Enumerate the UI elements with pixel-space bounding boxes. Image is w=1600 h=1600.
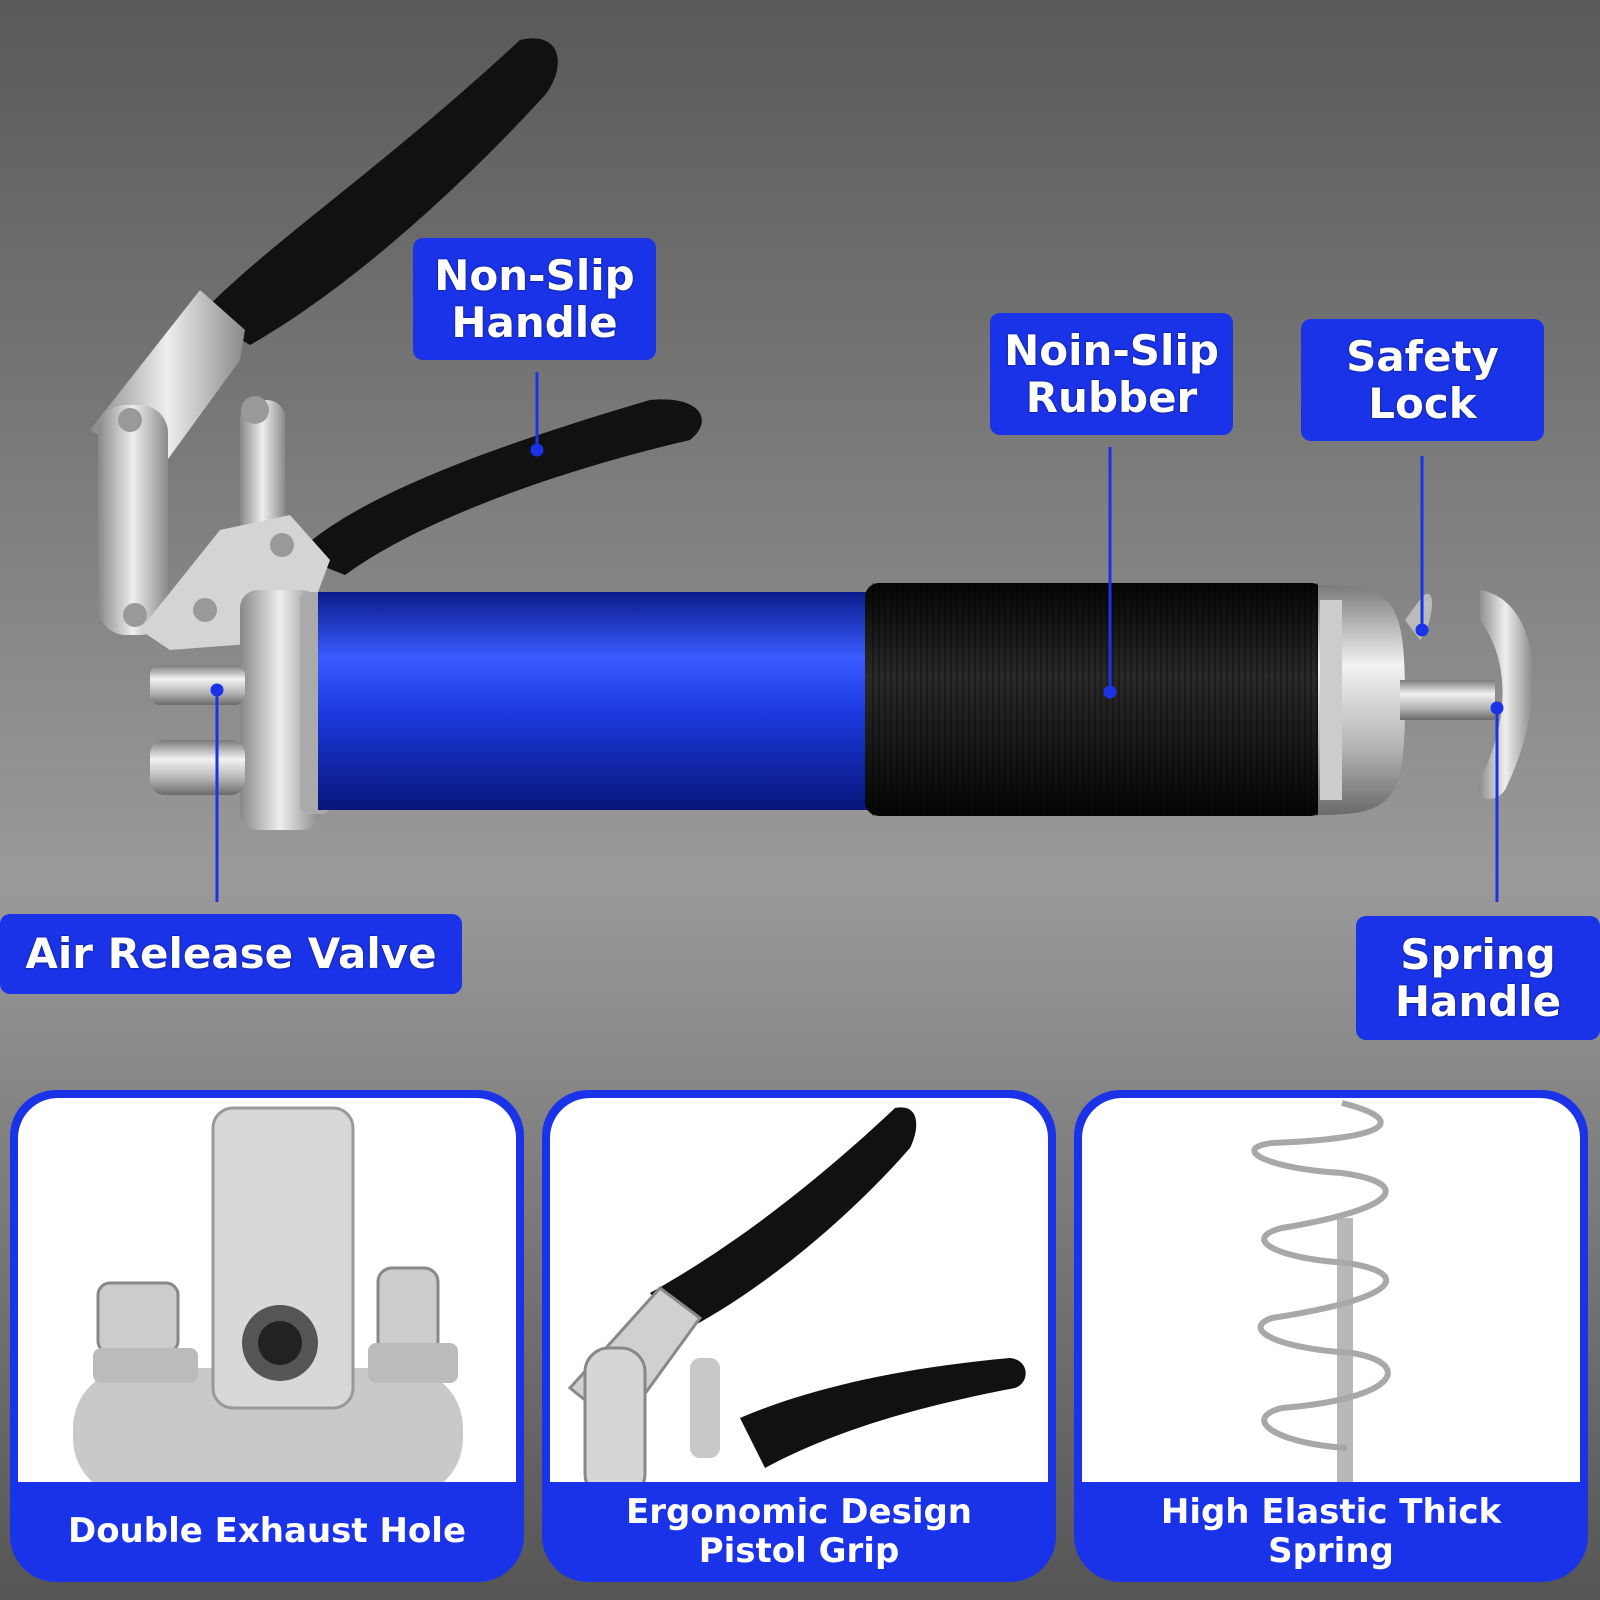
feature-caption: Ergonomic Design Pistol Grip xyxy=(542,1482,1056,1582)
t-handle-icon xyxy=(1477,590,1533,799)
feature-card-grip: Ergonomic Design Pistol Grip xyxy=(542,1090,1056,1582)
callout-line: Rubber xyxy=(1025,373,1198,422)
callout-line: Air Release Valve xyxy=(25,929,437,979)
callout-line: Safety xyxy=(1346,331,1499,381)
feature-card-spring: High Elastic Thick Spring xyxy=(1074,1090,1588,1582)
nozzle-closeup-icon xyxy=(73,1106,463,1482)
feature-caption: High Elastic Thick Spring xyxy=(1074,1482,1588,1582)
feature-card-exhaust: Double Exhaust Hole xyxy=(10,1090,524,1582)
feature-caption: Double Exhaust Hole xyxy=(10,1482,524,1582)
callout-line: Handle xyxy=(1394,977,1562,1026)
callout-non-slip-handle: Non-Slip Handle xyxy=(413,238,656,360)
callout-spring-handle: Spring Handle xyxy=(1356,916,1600,1040)
callout-line: Non-Slip xyxy=(434,250,635,300)
callout-line: Spring xyxy=(1400,929,1556,979)
callout-line: Noin-Slip xyxy=(1004,325,1219,375)
upper-lever-icon xyxy=(200,38,558,346)
callout-air-release-valve: Air Release Valve xyxy=(0,914,462,994)
feature-image-lever xyxy=(550,1098,1048,1482)
lower-handle-icon xyxy=(295,399,702,575)
callout-line: Handle xyxy=(451,298,618,347)
caption-line: High Elastic Thick xyxy=(1160,1491,1502,1532)
caption-line: Ergonomic Design xyxy=(625,1491,973,1532)
callout-line: Lock xyxy=(1368,379,1477,428)
spring-closeup-icon xyxy=(1251,1100,1391,1482)
barrel-icon xyxy=(318,592,878,810)
caption-line: Spring xyxy=(1268,1531,1394,1571)
callout-noin-slip-rubber: Noin-Slip Rubber xyxy=(990,313,1233,435)
feature-image-nozzle xyxy=(18,1098,516,1482)
caption-line: Pistol Grip xyxy=(698,1531,900,1571)
feature-image-spring xyxy=(1082,1098,1580,1482)
callout-safety-lock: Safety Lock xyxy=(1301,319,1544,441)
lever-closeup-icon xyxy=(567,1107,1026,1482)
caption-line: Double Exhaust Hole xyxy=(67,1511,467,1552)
